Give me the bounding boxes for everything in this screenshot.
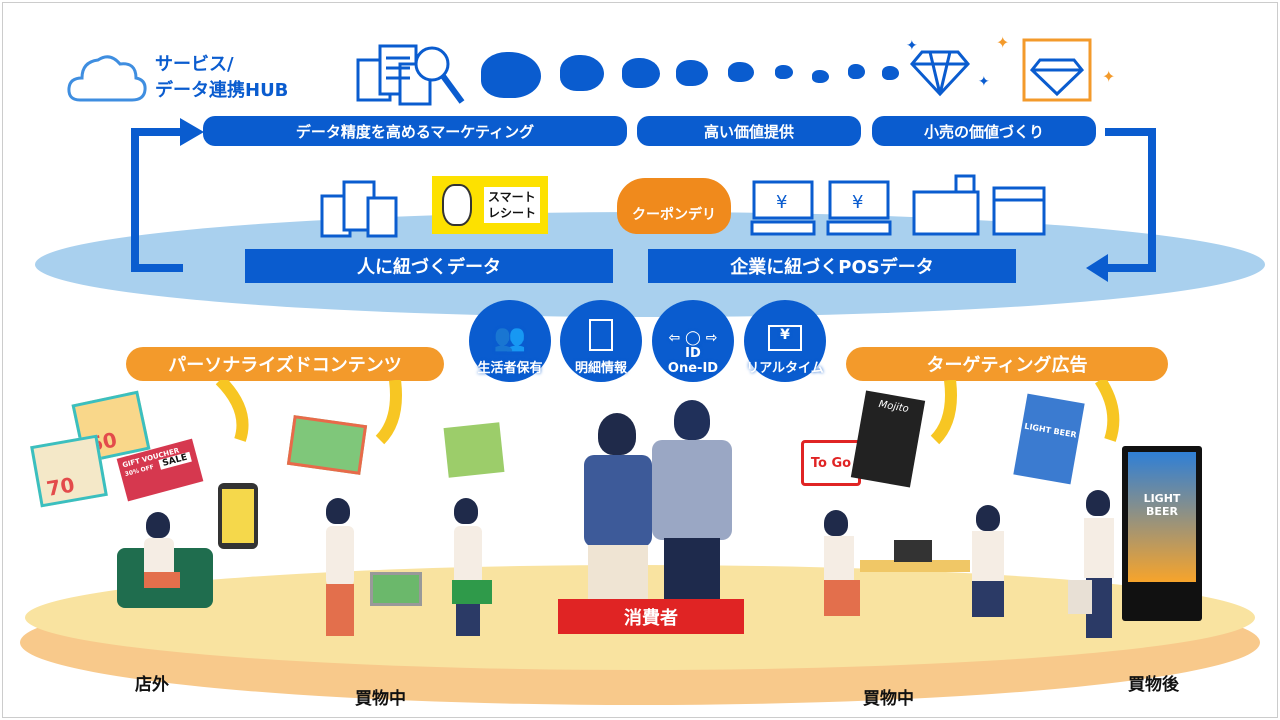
shopper-after [1078,490,1122,640]
svg-text:✦: ✦ [1102,67,1115,86]
document-search-icon [356,44,465,106]
bar-person-data: 人に紐づくデータ [245,249,613,283]
targeting-ad-banner: ターゲティング広告 [846,347,1168,381]
consumer-man [648,400,734,600]
diamond-icon: ✦✦ [906,38,990,97]
feature-label: リアルタイム [746,361,824,376]
loop-arrows [131,118,1156,282]
cloud-icon [67,55,147,102]
shopping-cart [370,572,422,606]
data-dot-2 [560,55,604,91]
feature-label: One-ID [667,361,719,376]
togo-bag: To Go [801,440,861,486]
shopper-with-basket [448,498,488,638]
stage-after-shopping: 買物後 [1128,675,1179,695]
consumer-woman [578,413,658,607]
hub-title-line1: サービス/ [155,54,234,75]
shopper-with-cart [320,498,360,638]
signage-beer-text: LIGHT BEER [1143,492,1181,518]
cafe-woman [818,510,862,620]
shopping-bag [1068,580,1092,614]
document-icon [589,319,613,351]
pill-retail-value: 小売の価値づくり [872,116,1096,146]
promo-70-text: 70 [44,472,77,501]
user-id-icon: ⇦ ◯ ⇨ [668,330,718,346]
promo-card-70: 70 [30,434,108,508]
store-icons [912,174,1046,236]
salad-card-image [443,422,505,478]
feature-consumer-owned: 👥 生活者保有 [469,300,551,382]
feature-label: 明細情報 [574,361,627,376]
woman-on-sofa [140,512,180,612]
smartphone-screen [222,489,254,543]
svg-text:¥: ¥ [852,192,863,213]
hub-title-line2: データ連携HUB [155,80,289,101]
feature-sublabel: ID [685,346,701,361]
pill-marketing: データ精度を高めるマーケティング [203,116,627,146]
yellow-arrows [215,380,1120,445]
smartphone [218,483,258,549]
mascot-icon [442,184,472,226]
cafe-table [860,560,970,572]
stage-shopping-2: 買物中 [863,689,914,709]
data-dot-9 [882,66,899,80]
smart-receipt-text-1: スマート [487,190,536,204]
coupon-deli-logo: クーポンデリ [617,178,731,234]
beer-ad-text: LIGHT BEER [1023,421,1078,440]
data-dot-8 [848,64,865,79]
data-dot-7 [812,70,829,83]
pill-value-provision: 高い価値提供 [637,116,861,146]
feature-label: 生活者保有 [477,361,543,376]
flyer-image [286,415,368,475]
svg-text:¥: ¥ [776,192,787,213]
togo-text: To Go [810,455,852,471]
data-dot-3 [622,58,660,88]
data-dot-4 [676,60,708,86]
people-icon: 👥 [493,323,527,353]
smart-receipt-text-2: レシート [487,206,536,220]
signage-screen: LIGHT BEER [1128,452,1196,582]
feature-detail-info: 明細情報 [560,300,642,382]
cafe-man [966,505,1010,620]
digital-signage: LIGHT BEER [1122,446,1202,621]
svg-text:✦: ✦ [996,33,1009,52]
stage-shopping-1: 買物中 [355,689,406,709]
data-dot-1 [481,52,541,98]
svg-text:✦: ✦ [978,74,990,90]
feature-realtime: ¥ リアルタイム [744,300,826,382]
bar-pos-data: 企業に紐づくPOSデータ [648,249,1016,283]
receipts-icon [320,180,398,238]
mojito-text: Mojito [877,398,910,416]
data-dot-5 [728,62,754,82]
data-dot-6 [775,65,793,79]
hub-title: サービス/ データ連携HUB [155,52,288,104]
consumer-label: 消費者 [558,599,744,634]
coupon-deli-text: クーポンデリ [632,207,716,223]
tablet-menu [894,540,932,562]
pos-register-icons: ¥¥ [750,180,892,236]
svg-text:✦: ✦ [906,38,918,54]
gift-diamond-icon: ✦✦ [996,33,1115,102]
smart-receipt-logo: スマート レシート [432,176,548,234]
shopping-basket [452,580,492,604]
personalized-content-banner: パーソナライズドコンテンツ [126,347,444,381]
stage-outside-store: 店外 [135,675,169,695]
pos-register-alert-icon: ¥ [768,325,802,351]
